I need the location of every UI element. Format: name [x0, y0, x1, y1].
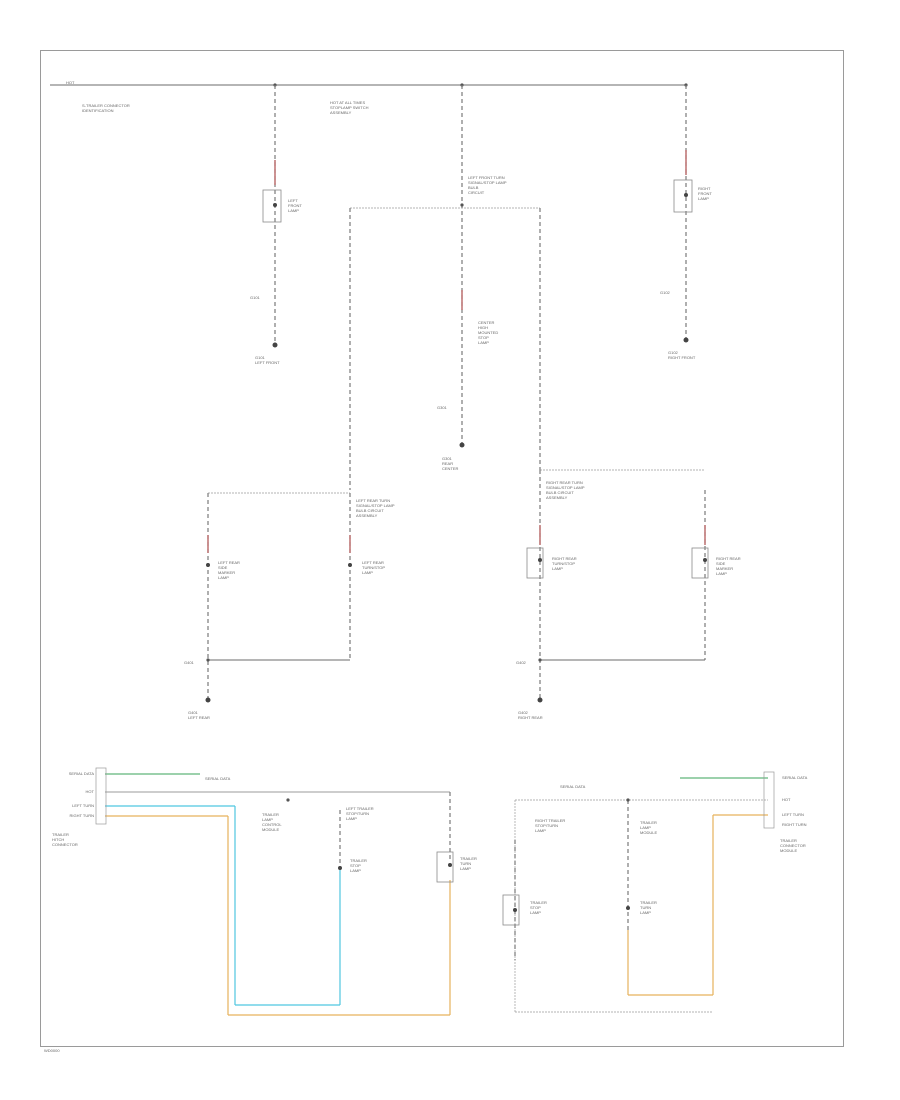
bottom-right-circuit [502, 771, 775, 1013]
lamp-rr-outer-label: RIGHT REAR SIDE MARKER LAMP [716, 556, 741, 576]
left-data-bus-label: SERIAL DATA [205, 776, 231, 781]
lamp-lr-outer-label: LEFT REAR SIDE MARKER LAMP [218, 560, 240, 580]
right-pin-2: HOT [782, 797, 791, 802]
right-ground-label: G102 RIGHT FRONT [668, 350, 696, 360]
right-pin-4: RIGHT TURN [782, 822, 807, 827]
diagram-frame [40, 50, 844, 1047]
middle-right-ground: G402 RIGHT REAR [518, 710, 543, 720]
left-pin-4: RIGHT TURN [69, 813, 94, 818]
right-module-label: TRAILER LAMP MODULE [640, 820, 658, 835]
feed-label: HOT [66, 80, 75, 85]
center-lamp-label: CENTER HIGH MOUNTED STOP LAMP [478, 320, 499, 345]
upper-center-circuit [350, 85, 540, 448]
center-header-label: LEFT FRONT TURN SIGNAL/STOP LAMP BULB CI… [468, 175, 507, 195]
right-lamp-b: TRAILER TURN LAMP [640, 900, 657, 915]
bottom-left-circuit [95, 767, 454, 1016]
left-pin-1: SERIAL DATA [68, 771, 94, 776]
middle-right-circuit [526, 469, 709, 703]
feed-note: HOT AT ALL TIMES STOPLAMP SWITCH ASSEMBL… [330, 100, 369, 115]
footer-code: WD0000 [44, 1048, 60, 1053]
right-pin-1: SERIAL DATA [782, 775, 808, 780]
middle-right-header: RIGHT REAR TURN SIGNAL/STOP LAMP BULB CI… [546, 480, 585, 500]
left-module-label: TRAILER LAMP CONTROL MODULE [262, 812, 282, 832]
right-data-bus-label: SERIAL DATA [560, 784, 586, 789]
right-front-lamp-label: RIGHT FRONT LAMP [698, 186, 712, 201]
upper-right-circuit [673, 85, 693, 343]
middle-left-gnd-tag: G401 [184, 660, 194, 665]
middle-left-header: LEFT REAR TURN SIGNAL/STOP LAMP BULB CIR… [356, 498, 395, 518]
left-ground-tag: G101 [250, 295, 260, 300]
right-lamp-a: TRAILER STOP LAMP [530, 900, 547, 915]
left-ground-label: G101 LEFT FRONT [255, 355, 280, 365]
right-ground-tag: G102 [660, 290, 670, 295]
right-header: RIGHT TRAILER STOP/TURN LAMP [535, 818, 566, 833]
middle-left-ground: G401 LEFT REAR [188, 710, 210, 720]
center-ground-label: G301 REAR CENTER [442, 456, 459, 471]
source-label: S-TRAILER CONNECTOR IDENTIFICATION [82, 103, 130, 113]
upper-left-circuit [262, 85, 282, 348]
left-lamp-b: TRAILER TURN LAMP [460, 856, 477, 871]
left-pin-3: LEFT TURN [72, 803, 94, 808]
middle-left-circuit [205, 492, 352, 703]
middle-right-gnd-tag: G402 [516, 660, 526, 665]
left-connector-name: TRAILER HITCH CONNECTOR [52, 832, 78, 847]
left-lamp-a: TRAILER STOP LAMP [350, 858, 367, 873]
left-pin-2: HOT [85, 789, 94, 794]
left-lamp-header: LEFT TRAILER STOP/TURN LAMP [346, 806, 374, 821]
right-connector-name: TRAILER CONNECTOR MODULE [780, 838, 806, 853]
lamp-lr-inner-label: LEFT REAR TURN/STOP LAMP [362, 560, 386, 575]
center-ground-tag: G301 [437, 405, 447, 410]
left-front-lamp-label: LEFT FRONT LAMP [288, 198, 302, 213]
lamp-rr-inner-label: RIGHT REAR TURN/STOP LAMP [552, 556, 577, 571]
right-pin-3: LEFT TURN [782, 812, 804, 817]
